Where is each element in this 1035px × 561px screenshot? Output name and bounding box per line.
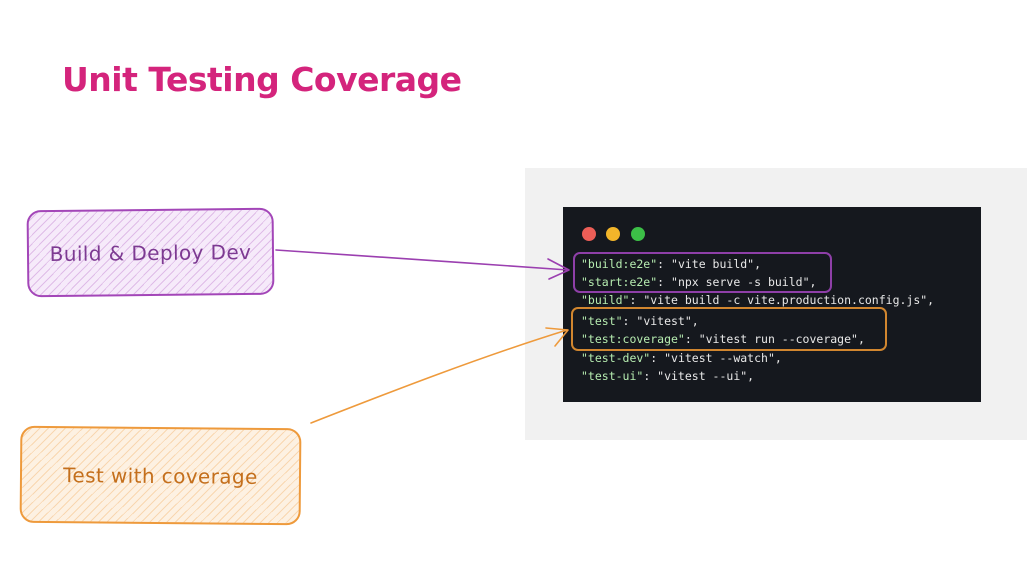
code-value: : "vitest --ui", — [643, 369, 755, 383]
test-coverage-label: Test with coverage — [63, 462, 258, 489]
code-line-test: "test": "vitest", — [581, 313, 699, 329]
code-value: : "npx serve -s build", — [657, 275, 817, 289]
code-line-test-coverage: "test:coverage": "vitest run --coverage"… — [581, 331, 865, 347]
page-title: Unit Testing Coverage — [62, 60, 462, 99]
terminal-window — [563, 207, 981, 402]
window-close-dot — [582, 227, 596, 241]
code-line-build-e2e: "build:e2e": "vite build", — [581, 256, 761, 272]
coverage-highlight-box — [571, 307, 887, 351]
code-line-build: "build": "vite build -c vite.production.… — [581, 292, 934, 308]
build-deploy-box: Build & Deploy Dev — [26, 207, 275, 298]
build-deploy-label: Build & Deploy Dev — [49, 239, 252, 266]
window-maximize-dot — [631, 227, 645, 241]
code-value: : "vitest", — [622, 314, 699, 328]
code-line-start-e2e: "start:e2e": "npx serve -s build", — [581, 274, 816, 290]
code-value: : "vite build -c vite.production.config.… — [629, 293, 935, 307]
code-key: "build:e2e" — [581, 257, 658, 271]
code-key: "test-dev" — [581, 351, 651, 365]
test-coverage-box: Test with coverage — [19, 425, 302, 526]
code-key: "start:e2e" — [581, 275, 658, 289]
code-value: : "vite build", — [657, 257, 762, 271]
code-line-test-dev: "test-dev": "vitest --watch", — [581, 350, 782, 366]
window-minimize-dot — [606, 227, 620, 241]
code-key: "test:coverage" — [581, 332, 685, 346]
code-key: "build" — [581, 293, 630, 307]
code-value: : "vitest run --coverage", — [684, 332, 865, 346]
code-key: "test-ui" — [581, 369, 644, 383]
code-line-test-ui: "test-ui": "vitest --ui", — [581, 368, 754, 384]
code-value: : "vitest --watch", — [650, 351, 782, 365]
build-highlight-box — [573, 252, 832, 293]
code-key: "test" — [581, 314, 623, 328]
